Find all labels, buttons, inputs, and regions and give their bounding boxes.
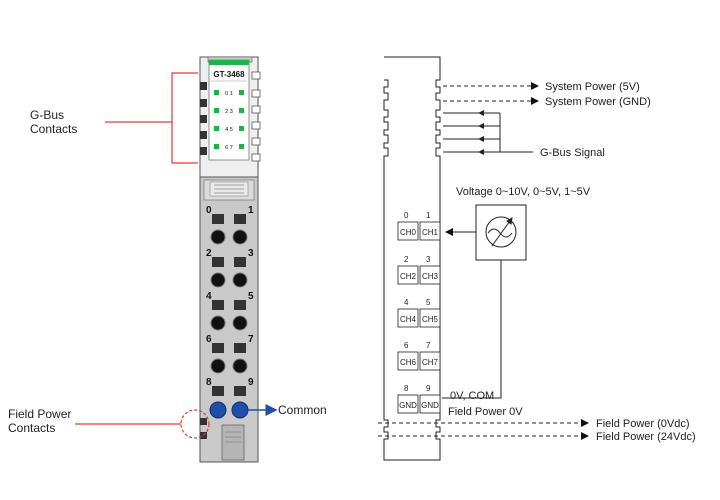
led-2-icon [214,108,219,113]
terminal-number: 3 [248,248,254,259]
terminal-wire-holes [210,229,248,374]
terminal-release-slots [212,214,246,396]
gbus-contact-pins [200,82,207,155]
gbus-signal-lines [443,112,533,153]
gbus-contacts-label-line1: G-Bus [30,108,64,122]
terminal-number: 8 [206,377,212,388]
channel-label: GND [421,401,439,410]
channel-number: 9 [426,384,431,393]
channel-label: CH2 [400,272,417,281]
field-power-contacts-label-line1: Field Power [8,407,71,421]
module-outline [383,56,441,461]
terminal-number: 5 [248,291,254,302]
terminal-number: 0 [206,205,212,216]
terminal-number: 2 [206,248,212,259]
led-0-icon [214,90,219,95]
channel-label: CH6 [400,358,417,367]
channel-label: CH7 [422,358,439,367]
led-4-icon [214,126,219,131]
model-color-stripe [209,60,249,65]
field-power-lines [378,419,589,440]
led-pair-label: 0 1 [225,91,233,97]
field-power-contacts-highlight [180,409,210,439]
gbus-signal-label: G-Bus Signal [540,147,605,159]
system-power-gnd-label: System Power (GND) [545,96,651,108]
terminal-number: 6 [206,334,212,345]
led-7-icon [239,144,244,149]
terminal-number: 4 [206,291,212,302]
channel-number: 6 [404,341,409,350]
system-power-5v-label: System Power (5V) [545,81,640,93]
model-label: GT-3468 [213,70,245,79]
channel-label: CH1 [422,228,439,237]
channel-label: CH4 [400,315,417,324]
field-power-contacts-label-line2: Contacts [8,421,55,435]
channel-number: 3 [426,255,431,264]
com-return-line [442,260,502,399]
common-label: Common [278,403,327,417]
channel-number: 4 [404,298,409,307]
release-latch [221,424,245,461]
channel-label: CH5 [422,315,439,324]
system-power-lines [443,82,539,105]
gbus-contacts-label-line2: Contacts [30,122,77,136]
channel-number: 1 [426,211,431,220]
led-indicators: 0 1 2 3 4 5 6 7 [214,90,244,151]
gbus-arrowheads [478,110,484,155]
voltage-source-icon [485,216,517,248]
gbus-contacts-callout [105,72,198,164]
terminal-numbers: 0 1 2 3 4 5 6 7 8 9 [206,205,254,388]
channel-label: CH0 [400,228,417,237]
field-power-24vdc-label: Field Power (24Vdc) [596,431,696,443]
led-5-icon [239,126,244,131]
voltage-range-label: Voltage 0~10V, 0~5V, 1~5V [456,186,591,198]
common-terminals [209,401,249,419]
channel-number: 8 [404,384,409,393]
io-module-illustration: GT-3468 0 1 2 3 4 5 6 7 [199,56,261,463]
led-pair-label: 6 7 [225,145,233,151]
terminal-block [199,176,259,463]
led-3-icon [239,108,244,113]
led-pair-label: 4 5 [225,127,233,133]
field-power-0v-label: Field Power 0V [448,406,523,418]
channel-number: 0 [404,211,409,220]
channel-number: 2 [404,255,409,264]
channel-label: GND [399,401,417,410]
channel-number: 5 [426,298,431,307]
led-pair-label: 2 3 [225,109,233,115]
channel-number: 7 [426,341,431,350]
terminal-number: 9 [248,377,254,388]
com-label: 0V, COM [450,390,494,402]
voltage-source-box [475,204,527,261]
led-1-icon [239,90,244,95]
channel-terminals: 0 1 CH0 CH1 2 3 CH2 CH3 4 5 CH4 CH5 6 7 … [397,211,441,414]
channel-label: CH3 [422,272,439,281]
terminal-number: 1 [248,205,254,216]
field-power-0vdc-label: Field Power (0Vdc) [596,418,690,430]
terminal-number: 7 [248,334,254,345]
led-6-icon [214,144,219,149]
